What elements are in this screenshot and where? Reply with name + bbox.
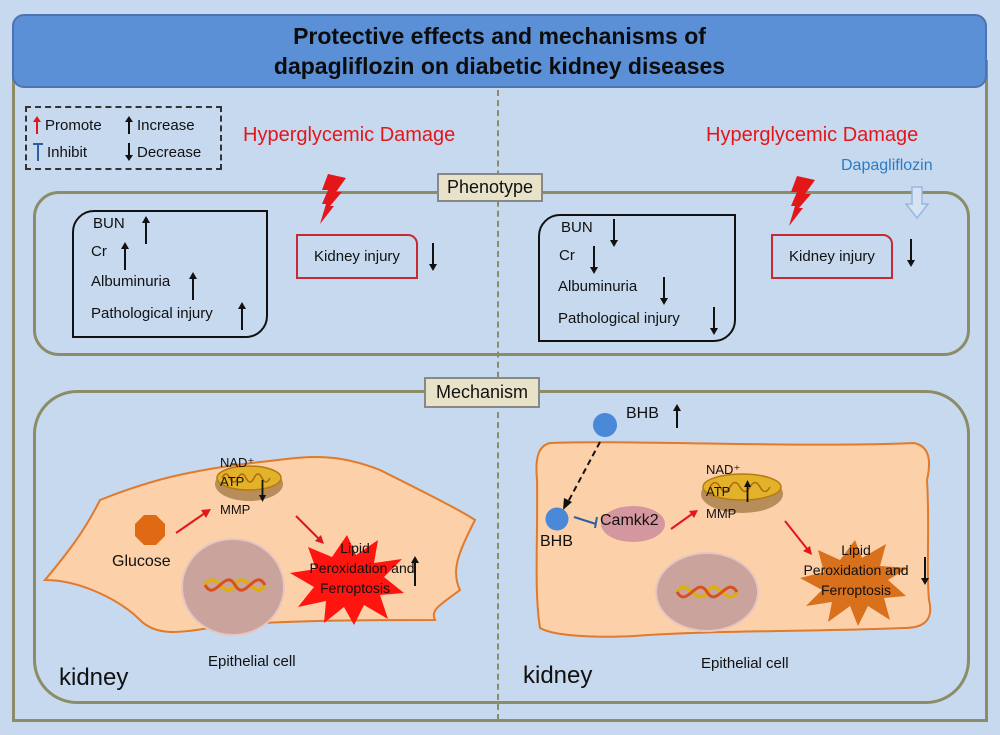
right-mitochondrion-icon xyxy=(701,473,783,513)
left-phenotype-markers-box xyxy=(72,210,268,338)
left-nad-label: NAD⁺ xyxy=(220,455,255,470)
camkk2-to-mito-promote-arrow xyxy=(670,510,698,530)
left-kidney-injury-label: Kidney injury xyxy=(314,248,400,265)
right-ferroptosis-burst-icon xyxy=(800,540,908,626)
right-outcome-decrease-arrow-icon xyxy=(921,557,929,585)
left-mito-decrease-arrow-icon xyxy=(259,480,266,502)
left-marker-cr: Cr xyxy=(91,243,107,260)
left-cell-label: Epithelial cell xyxy=(208,653,296,670)
legend-inhibit-label: Inhibit xyxy=(47,143,88,161)
left-atp-label: ATP xyxy=(220,474,245,489)
glucose-icon xyxy=(135,515,165,545)
legend-promote-label: Promote xyxy=(45,116,102,134)
left-outcome-line-1: Lipid xyxy=(340,540,370,556)
pathological-injury-decrease-arrow-icon xyxy=(710,307,718,335)
title-line-1: Protective effects and mechanisms of xyxy=(293,23,706,49)
left-mitochondrion-icon xyxy=(215,465,283,501)
right-outcome-text: Lipid Peroxidation and Ferroptosis xyxy=(788,540,924,600)
bhb-inside-molecule-icon xyxy=(545,507,569,531)
left-ferroptosis-burst-icon xyxy=(290,535,404,625)
phenotype-section-label: Phenotype xyxy=(437,173,544,202)
right-nucleus xyxy=(655,552,759,632)
right-organ-label: kidney xyxy=(523,662,593,689)
right-kidney-injury-decrease-arrow-icon xyxy=(907,239,915,267)
left-mmp-label: MMP xyxy=(220,502,251,517)
left-outcome-line-2: Peroxidation and xyxy=(309,560,415,576)
right-outcome-line-2: Peroxidation and xyxy=(803,562,909,578)
right-phenotype-markers-box xyxy=(538,214,736,342)
inhibit-icon xyxy=(33,143,43,161)
albuminuria-increase-arrow-icon xyxy=(189,272,197,300)
right-marker-pathological-injury: Pathological injury xyxy=(558,310,680,327)
bhb-uptake-dashed-arrow xyxy=(563,441,601,510)
left-marker-bun: BUN xyxy=(93,215,125,232)
legend-increase: Increase xyxy=(125,116,195,134)
left-nucleus xyxy=(181,538,285,636)
dapagliflozin-down-arrow-icon xyxy=(904,186,930,220)
bun-increase-arrow-icon xyxy=(142,216,150,244)
right-marker-albuminuria: Albuminuria xyxy=(558,278,638,295)
left-outcome-text: Lipid Peroxidation and Ferroptosis xyxy=(295,538,415,598)
right-kidney-injury-box: Kidney injury xyxy=(771,234,893,279)
right-atp-label: ATP xyxy=(706,484,731,499)
mito-to-outcome-promote-arrow xyxy=(295,515,324,544)
legend: Promote Inhibit Increase Decrease xyxy=(25,106,222,170)
mechanism-section-label: Mechanism xyxy=(424,377,541,408)
right-marker-cr: Cr xyxy=(559,247,575,264)
right-mito-increase-arrow-icon xyxy=(744,480,751,502)
bhb-outside-label: BHB xyxy=(626,405,659,422)
camkk2-label: Camkk2 xyxy=(600,512,659,529)
cr-increase-arrow-icon xyxy=(121,242,129,270)
left-outcome-increase-arrow-icon xyxy=(411,556,419,586)
left-lightning-icon xyxy=(320,174,346,224)
increase-arrow-icon xyxy=(125,116,133,134)
left-marker-albuminuria: Albuminuria xyxy=(91,273,171,290)
right-nad-label: NAD⁺ xyxy=(706,462,741,477)
left-organ-label: kidney xyxy=(59,664,129,691)
left-marker-pathological-injury: Pathological injury xyxy=(91,305,213,322)
right-kidney-injury-label: Kidney injury xyxy=(789,248,875,265)
decrease-arrow-icon xyxy=(125,143,133,161)
right-outcome-line-3: Ferroptosis xyxy=(820,582,892,598)
bun-decrease-arrow-icon xyxy=(610,219,618,247)
right-cell-label: Epithelial cell xyxy=(701,655,789,672)
right-outcome-line-1: Lipid xyxy=(841,542,871,558)
bhb-increase-arrow-icon xyxy=(673,404,681,428)
legend-decrease-label: Decrease xyxy=(137,143,202,161)
albuminuria-decrease-arrow-icon xyxy=(660,277,668,305)
legend-increase-label: Increase xyxy=(137,116,195,134)
left-hyperglycemic-label: Hyperglycemic Damage xyxy=(243,124,456,146)
title-banner: Protective effects and mechanisms of dap… xyxy=(12,14,987,88)
bhb-inside-label: BHB xyxy=(540,533,573,550)
bhb-outside-molecule-icon xyxy=(593,413,617,437)
legend-promote: Promote xyxy=(33,116,102,134)
right-mito-to-outcome-promote-arrow xyxy=(784,520,812,555)
left-outcome-line-3: Ferroptosis xyxy=(319,580,391,596)
bhb-inhibits-camkk2-icon xyxy=(573,516,598,529)
cr-decrease-arrow-icon xyxy=(590,246,598,274)
dapagliflozin-label: Dapagliflozin xyxy=(841,157,933,174)
promote-arrow-icon xyxy=(33,116,41,134)
camkk2-ellipse xyxy=(601,506,665,542)
left-kidney-injury-decrease-arrow-icon xyxy=(429,243,437,271)
legend-decrease: Decrease xyxy=(125,143,201,161)
glucose-label: Glucose xyxy=(112,553,171,570)
right-marker-bun: BUN xyxy=(561,219,593,236)
pathological-injury-increase-arrow-icon xyxy=(238,302,246,330)
left-kidney-injury-box: Kidney injury xyxy=(296,234,418,279)
title-line-2: dapagliflozin on diabetic kidney disease… xyxy=(273,53,726,79)
glucose-to-mito-promote-arrow xyxy=(175,509,211,534)
right-mmp-label: MMP xyxy=(706,506,737,521)
right-hyperglycemic-label: Hyperglycemic Damage xyxy=(706,124,919,146)
right-lightning-icon xyxy=(789,176,815,226)
legend-inhibit: Inhibit xyxy=(33,143,87,161)
